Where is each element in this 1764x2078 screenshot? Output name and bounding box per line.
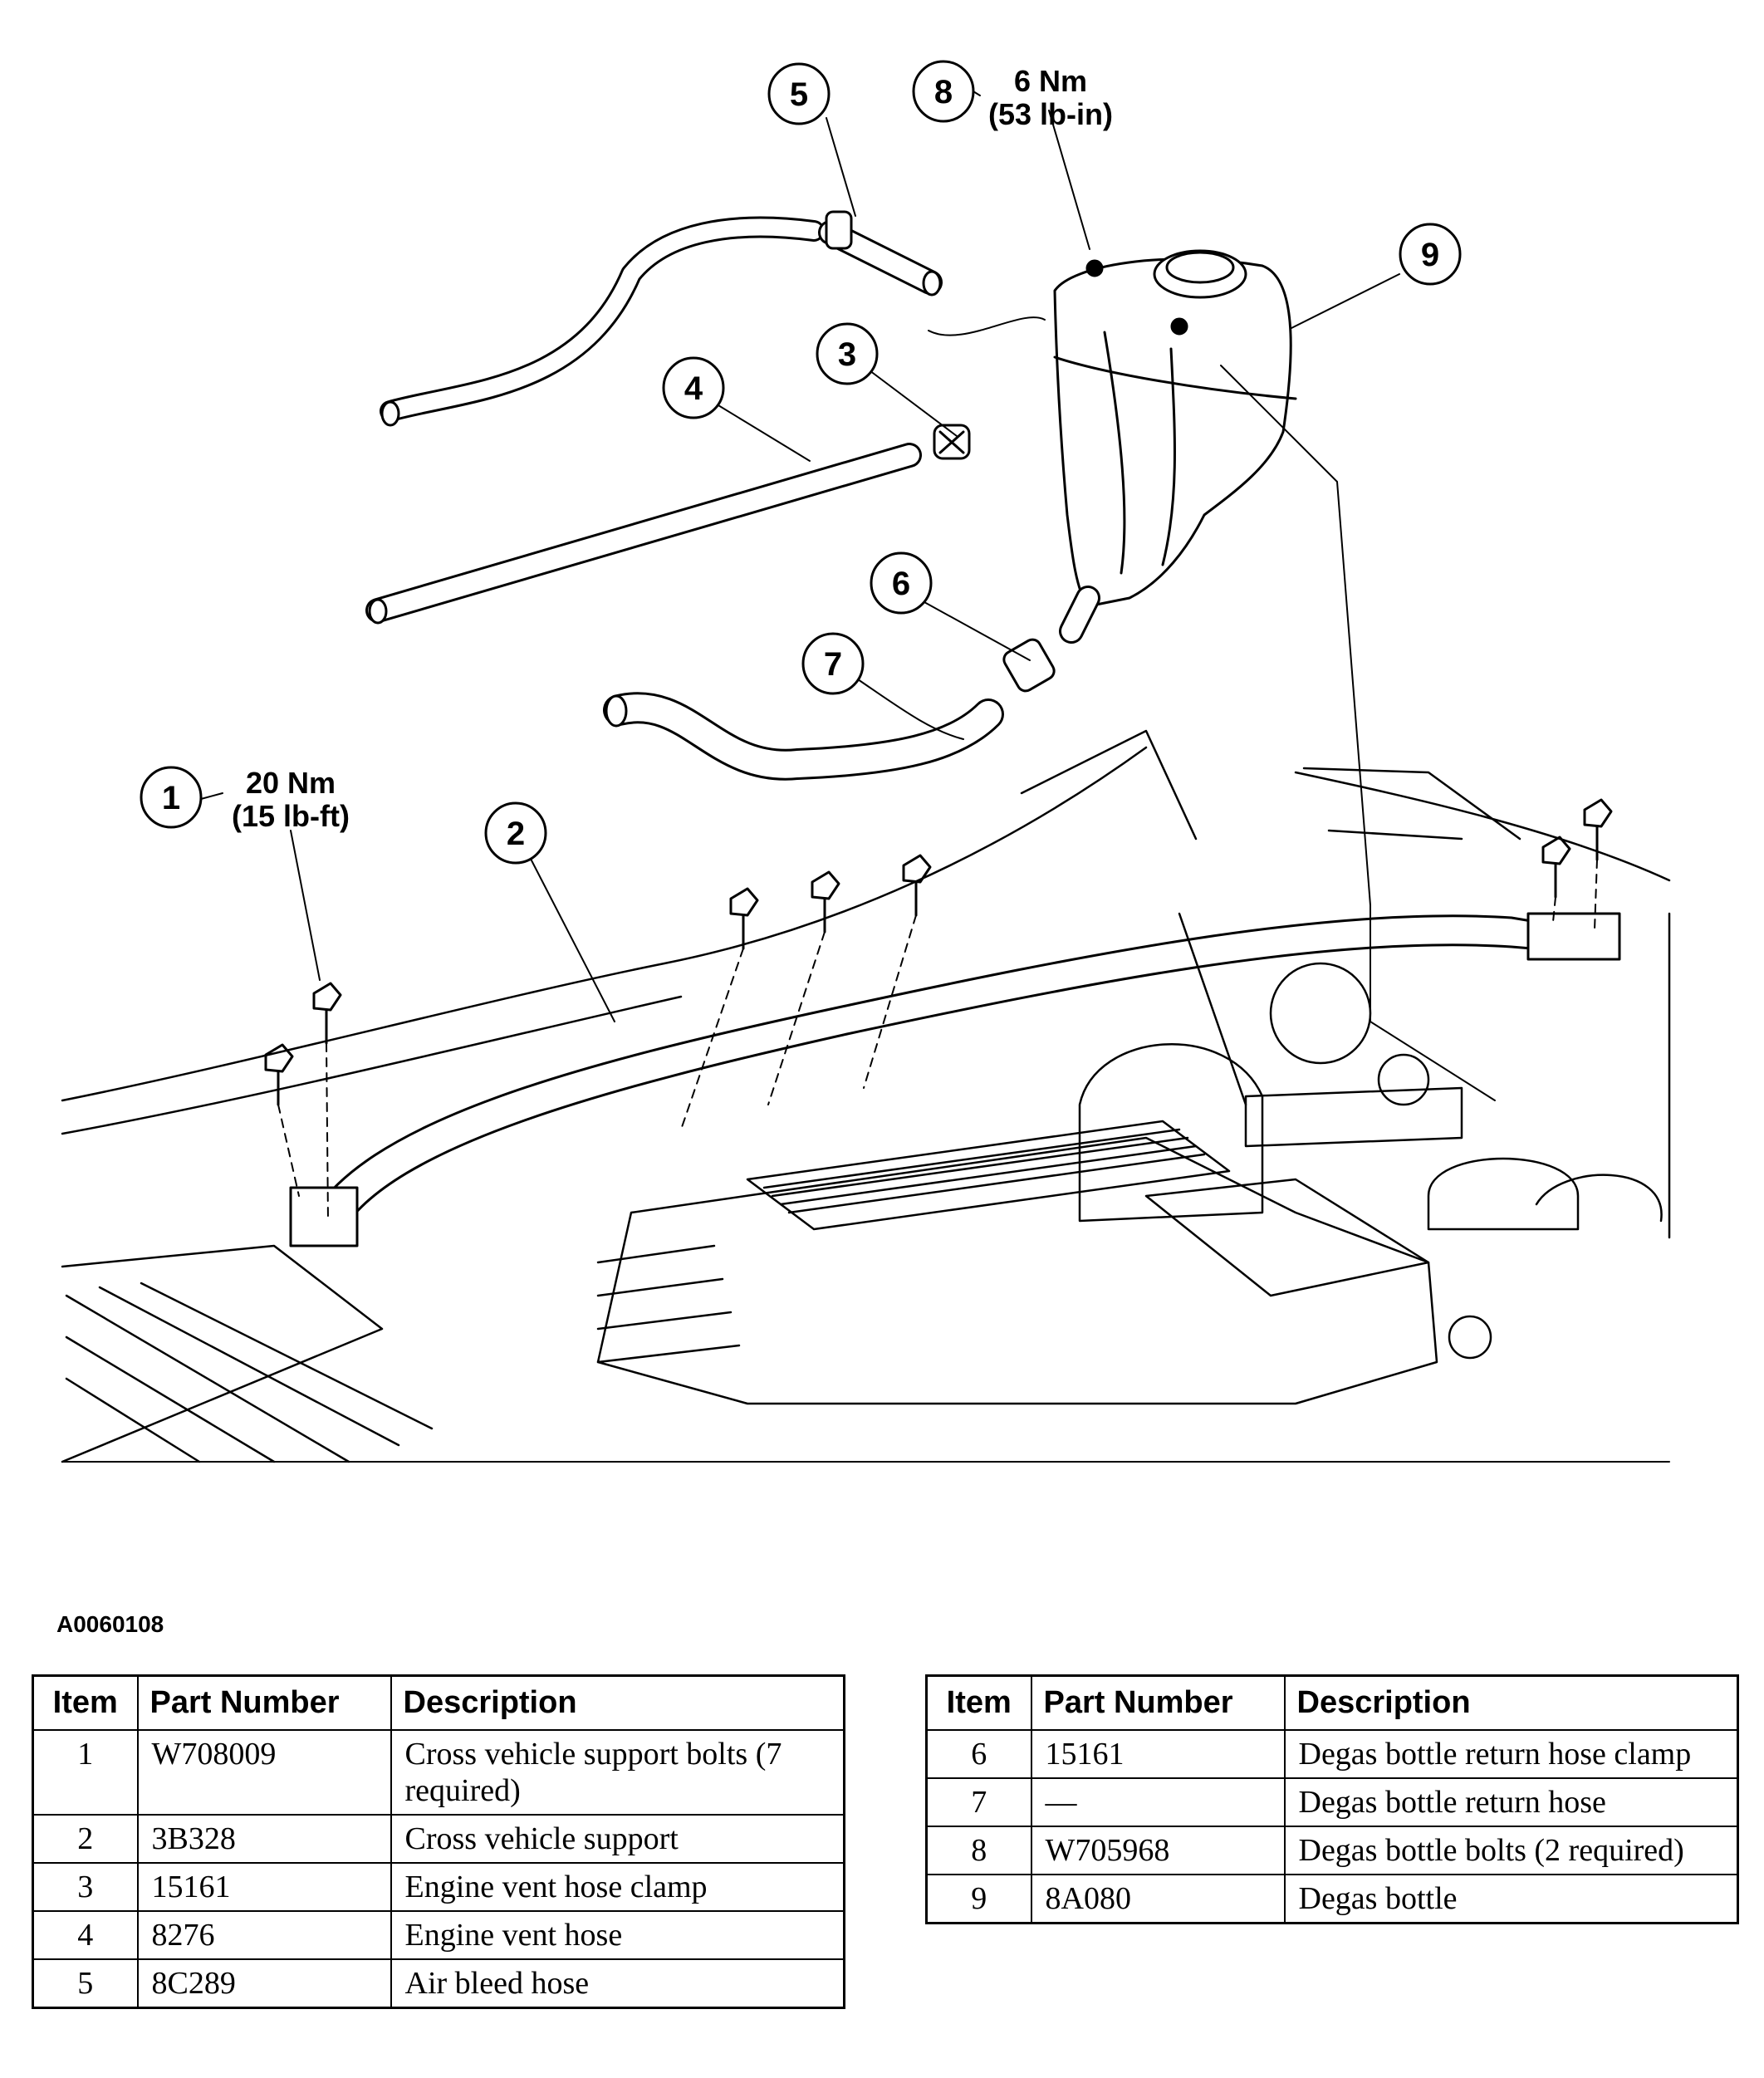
callout-8: 8	[912, 60, 975, 123]
callout-6: 6	[870, 551, 933, 615]
svg-text:1: 1	[162, 780, 180, 816]
exploded-view-diagram: 5 8 9 3 4 6 7 1 2 6 Nm (53 lb-in) 20 Nm …	[61, 60, 1671, 1463]
cell-part-number: 3B328	[136, 1814, 392, 1864]
cell-item: 1	[32, 1729, 139, 1816]
cell-part-number: W705968	[1030, 1826, 1286, 1875]
torque-labels: 6 Nm (53 lb-in) 20 Nm (15 lb-ft)	[232, 64, 1113, 833]
callout-4: 4	[662, 356, 725, 419]
cell-description: Degas bottle	[1283, 1874, 1739, 1924]
cell-item: 2	[32, 1814, 139, 1864]
callout-9: 9	[1399, 223, 1462, 286]
header-description: Description	[1283, 1674, 1739, 1731]
engine-vent-hose	[365, 443, 922, 625]
callout-7: 7	[801, 632, 865, 695]
cell-description: Degas bottle bolts (2 required)	[1283, 1826, 1739, 1875]
header-item: Item	[925, 1674, 1032, 1731]
svg-text:2: 2	[507, 816, 525, 852]
svg-text:7: 7	[824, 646, 842, 683]
cell-description: Degas bottle return hose clamp	[1283, 1729, 1739, 1779]
callouts: 5 8 9 3 4 6 7 1 2	[140, 60, 1462, 865]
cell-part-number: 8C289	[136, 1958, 392, 2009]
figure-id: A0060108	[56, 1611, 164, 1637]
header-item: Item	[32, 1674, 139, 1731]
callout-5: 5	[767, 62, 831, 125]
cell-part-number: 15161	[136, 1862, 392, 1912]
table-row: 6 15161 Degas bottle return hose clamp	[925, 1729, 1739, 1779]
svg-text:6: 6	[892, 566, 910, 602]
cell-description: Cross vehicle support bolts (7 required)	[390, 1729, 845, 1816]
table-row: 4 8276 Engine vent hose	[32, 1910, 845, 1960]
header-part-number: Part Number	[1030, 1674, 1286, 1731]
cell-part-number: 15161	[1030, 1729, 1286, 1779]
cell-item: 6	[925, 1729, 1032, 1779]
callout-3: 3	[816, 322, 879, 385]
table-row: 9 8A080 Degas bottle	[925, 1874, 1739, 1924]
cell-item: 8	[925, 1826, 1032, 1875]
table-row: 7 — Degas bottle return hose	[925, 1777, 1739, 1827]
cell-description: Engine vent hose	[390, 1910, 845, 1960]
table-row: 5 8C289 Air bleed hose	[32, 1958, 845, 2009]
svg-text:4: 4	[684, 370, 703, 407]
table-row: 1 W708009 Cross vehicle support bolts (7…	[32, 1729, 845, 1816]
table-row: 8 W705968 Degas bottle bolts (2 required…	[925, 1826, 1739, 1875]
header-description: Description	[390, 1674, 845, 1731]
callout-1: 1	[140, 766, 203, 829]
callout-2: 2	[484, 801, 547, 865]
parts-table-right: Item Part Number Description 6 15161 Deg…	[925, 1674, 1739, 1924]
svg-text:8: 8	[934, 74, 953, 110]
table-row: 2 3B328 Cross vehicle support	[32, 1814, 845, 1864]
cell-item: 5	[32, 1958, 139, 2009]
svg-text:9: 9	[1421, 237, 1439, 273]
parts-table-left: Item Part Number Description 1 W708009 C…	[32, 1674, 845, 2009]
cell-item: 7	[925, 1777, 1032, 1827]
svg-text:5: 5	[790, 76, 808, 113]
header-part-number: Part Number	[136, 1674, 392, 1731]
torque-8-imperial: (53 lb-in)	[988, 97, 1113, 131]
cell-item: 4	[32, 1910, 139, 1960]
degas-bottle	[1053, 249, 1297, 644]
torque-8-nm: 6 Nm	[1014, 64, 1087, 98]
cell-part-number: 8A080	[1030, 1874, 1286, 1924]
cell-part-number: W708009	[136, 1729, 392, 1816]
support-bolts	[264, 798, 1613, 1222]
table-header-row: Item Part Number Description	[925, 1674, 1739, 1731]
cell-description: Cross vehicle support	[390, 1814, 845, 1864]
torque-1-imperial: (15 lb-ft)	[232, 799, 350, 833]
cross-vehicle-support	[289, 912, 1621, 1247]
svg-text:3: 3	[838, 336, 856, 373]
cell-item: 9	[925, 1874, 1032, 1924]
table-row: 3 15161 Engine vent hose clamp	[32, 1862, 845, 1912]
air-bleed-hose	[380, 210, 943, 427]
engine-bay	[61, 729, 1671, 1463]
cell-part-number: 8276	[136, 1910, 392, 1960]
cell-description: Degas bottle return hose	[1283, 1777, 1739, 1827]
cell-description: Engine vent hose clamp	[390, 1862, 845, 1912]
cell-item: 3	[32, 1862, 139, 1912]
table-header-row: Item Part Number Description	[32, 1674, 845, 1731]
engine-vent-hose-clamp	[933, 424, 971, 460]
cell-part-number: —	[1030, 1777, 1286, 1827]
cell-description: Air bleed hose	[390, 1958, 845, 2009]
torque-1-nm: 20 Nm	[246, 766, 336, 800]
